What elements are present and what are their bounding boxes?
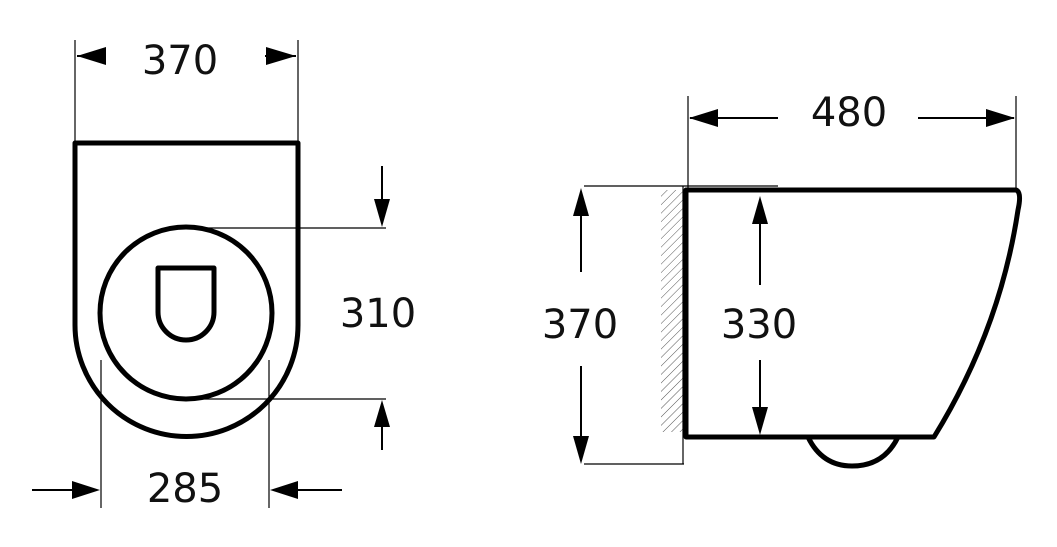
length-dimension: 480 [689, 90, 1015, 136]
side-view: 480 370 330 [542, 90, 1023, 469]
top-body-outline [72, 140, 301, 439]
height-dimension: 370 [542, 188, 618, 464]
width-dimension: 370 [77, 38, 296, 84]
side-body-outline [683, 187, 1023, 440]
body-height-label: 330 [721, 302, 797, 348]
top-view: 370 310 285 [32, 38, 416, 512]
side-height-label: 370 [542, 302, 618, 348]
top-width-label: 370 [142, 38, 218, 84]
bowl-width-dimension: 285 [32, 466, 342, 512]
outlet-bulge [805, 434, 901, 469]
depth-dimension: 310 [340, 166, 416, 450]
top-depth-label: 310 [340, 291, 416, 337]
drain-opening [155, 265, 217, 343]
body-height-dimension: 330 [721, 196, 797, 435]
bowl-circle [97, 224, 275, 402]
bowl-width-label: 285 [147, 466, 223, 512]
side-length-label: 480 [811, 90, 887, 136]
wall-hatching [661, 190, 683, 432]
